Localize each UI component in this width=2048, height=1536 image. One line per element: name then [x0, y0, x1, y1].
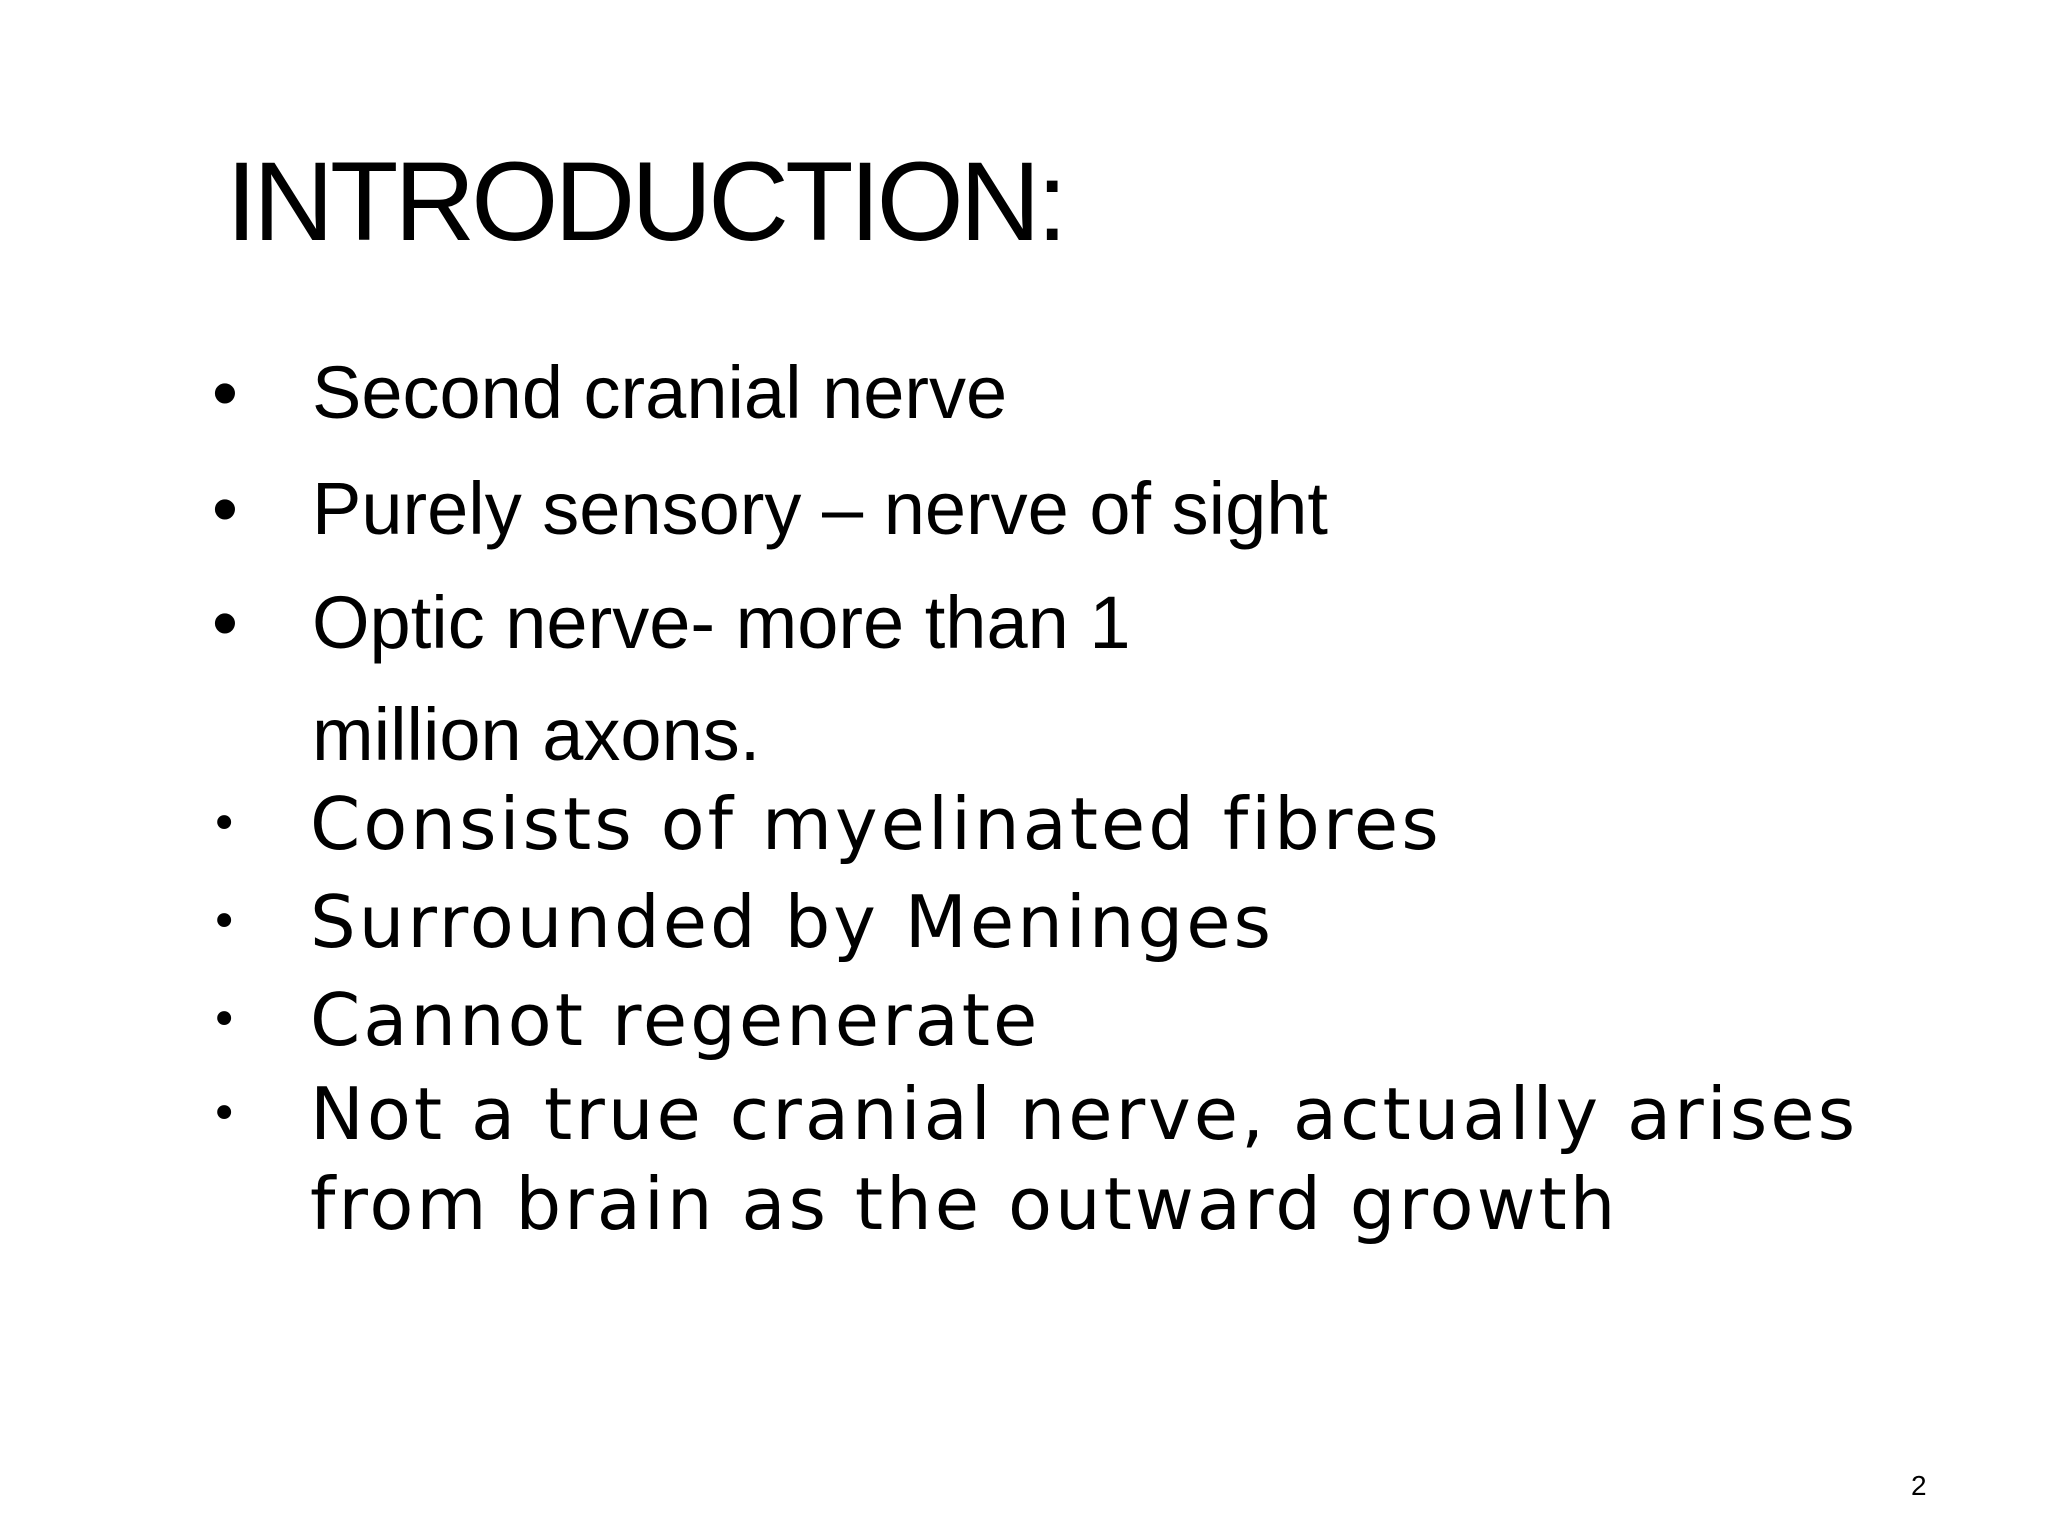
- bullet-icon: •: [212, 581, 238, 664]
- bullet-icon: •: [210, 1086, 239, 1142]
- bullet-text: Purely sensory – nerve of sight: [312, 467, 1328, 550]
- bullet-icon: •: [210, 894, 239, 950]
- bullet-icon: •: [210, 992, 239, 1048]
- page-number: 2: [1911, 1470, 1927, 1501]
- bullet-text: Consists of myelinated fibres: [310, 782, 1442, 866]
- bullet-list-secondary: • Consists of myelinated fibres • Surrou…: [206, 775, 1906, 1249]
- bullet-item: • Cannot regenerate: [206, 971, 1906, 1069]
- bullet-text: Cannot regenerate: [310, 978, 1041, 1062]
- bullet-icon: •: [212, 351, 238, 434]
- bullet-text: Surrounded by Meninges: [310, 880, 1274, 964]
- bullet-text: Optic nerve- more than 1 million axons.: [312, 581, 1131, 776]
- bullet-list-primary: • Second cranial nerve • Purely sensory …: [206, 335, 1806, 791]
- bullet-icon: •: [210, 796, 239, 852]
- bullet-item: • Surrounded by Meninges: [206, 873, 1906, 971]
- bullet-item: • Optic nerve- more than 1 million axons…: [206, 567, 1352, 791]
- bullet-text: Second cranial nerve: [312, 351, 1008, 434]
- bullet-item: • Second cranial nerve: [206, 335, 1806, 451]
- bullet-text: Not a true cranial nerve, actually arise…: [310, 1072, 1859, 1246]
- bullet-item: • Not a true cranial nerve, actually ari…: [206, 1069, 1910, 1249]
- bullet-item: • Purely sensory – nerve of sight: [206, 451, 1806, 567]
- bullet-item: • Consists of myelinated fibres: [206, 775, 1906, 873]
- bullet-icon: •: [212, 467, 238, 550]
- slide-title: INTRODUCTION:: [226, 139, 1068, 264]
